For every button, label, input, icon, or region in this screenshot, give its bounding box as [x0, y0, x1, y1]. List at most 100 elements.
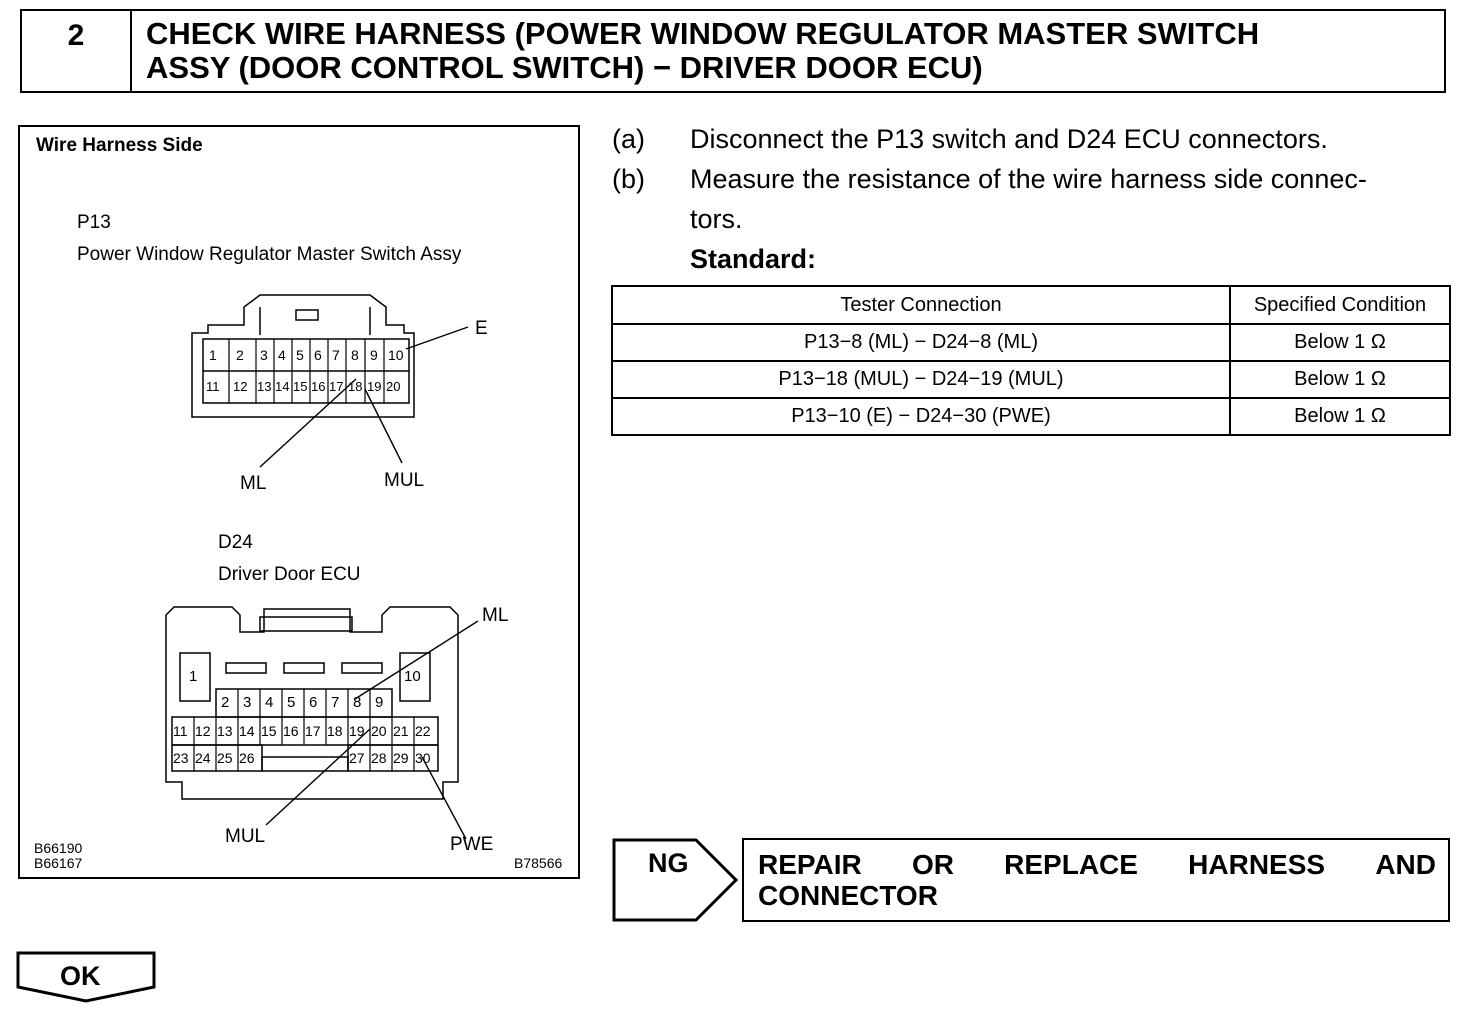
p13-pin: 2 — [236, 347, 244, 363]
p13-code: P13 — [77, 212, 111, 233]
d24-pin: 6 — [309, 694, 318, 711]
figure-code: B66190 — [34, 840, 83, 856]
step-a-letter: (a) — [612, 124, 645, 154]
ng-action-line-1: REPAIR OR REPLACE HARNESS AND — [758, 850, 1436, 880]
p13-pin: 15 — [293, 379, 308, 394]
p13-pin: 9 — [370, 347, 378, 363]
d24-pin: 17 — [305, 723, 321, 739]
step-b-text-line-2: tors. — [690, 204, 743, 234]
p13-pin: 10 — [388, 347, 404, 363]
step-header: 2 CHECK WIRE HARNESS (POWER WINDOW REGUL… — [20, 9, 1446, 93]
d24-pin: 21 — [393, 723, 409, 739]
p13-pin: 18 — [348, 379, 363, 394]
d24-pin: 28 — [371, 750, 387, 766]
d24-pin: 13 — [217, 723, 233, 739]
ng-action-word: REPAIR — [758, 849, 862, 880]
p13-pin: 1 — [209, 347, 217, 363]
p13-pin: 16 — [311, 379, 326, 394]
d24-pin: 19 — [349, 723, 365, 739]
step-title: CHECK WIRE HARNESS (POWER WINDOW REGULAT… — [146, 17, 1436, 85]
step-b-text-line-1: Measure the resistance of the wire harne… — [690, 164, 1367, 194]
d24-pin: 20 — [371, 723, 387, 739]
p13-pin: 20 — [386, 379, 401, 394]
d24-pin: 29 — [393, 750, 409, 766]
figure-code: B66167 — [34, 855, 83, 871]
spec-table: Tester Connection Specified Condition P1… — [611, 285, 1451, 436]
d24-pin: 16 — [283, 723, 299, 739]
d24-label-mul: MUL — [225, 826, 266, 847]
d24-pin: 7 — [331, 694, 340, 711]
p13-pin: 5 — [296, 347, 304, 363]
p13-ml-leader — [259, 378, 357, 468]
p13-pin-dividers — [228, 339, 385, 403]
d24-mul-leader — [265, 728, 371, 826]
d24-pin: 24 — [195, 750, 211, 766]
d24-pin: 3 — [243, 694, 252, 711]
d24-pin: 18 — [327, 723, 343, 739]
d24-ml-leader — [354, 620, 479, 700]
ng-action-word: HARNESS — [1188, 849, 1326, 880]
p13-pin: 7 — [332, 347, 340, 363]
d24-label-pwe: PWE — [450, 834, 494, 855]
d24-pwe-leader — [421, 756, 467, 840]
wire-harness-diagram: Wire Harness Side P13 Power Window Regul… — [18, 125, 580, 879]
table-row: P13−18 (MUL) − D24−19 (MUL) Below 1 Ω — [611, 360, 1451, 399]
d24-pin: 22 — [415, 723, 431, 739]
ng-action-box: REPAIR OR REPLACE HARNESS AND CONNECTOR — [742, 838, 1450, 922]
step-b-letter: (b) — [612, 164, 645, 194]
p13-pin: 13 — [257, 379, 272, 394]
d24-pin: 1 — [189, 668, 198, 685]
table-row: P13−10 (E) − D24−30 (PWE) Below 1 Ω — [611, 397, 1451, 436]
d24-pin: 27 — [349, 750, 365, 766]
step-title-line-2: ASSY (DOOR CONTROL SWITCH) − DRIVER DOOR… — [146, 50, 983, 85]
ng-action-word: REPLACE — [1004, 849, 1138, 880]
ng-arrow-shape — [612, 838, 739, 922]
table-cell: Below 1 Ω — [1229, 360, 1451, 399]
d24-pin: 11 — [173, 723, 188, 739]
column-header: Tester Connection — [611, 285, 1231, 325]
ok-label: OK — [60, 961, 101, 991]
diagram-heading: Wire Harness Side — [36, 135, 203, 156]
d24-label-ml: ML — [482, 605, 509, 626]
p13-pin: 19 — [367, 379, 382, 394]
table-header-row: Tester Connection Specified Condition — [611, 285, 1451, 325]
table-cell: P13−10 (E) − D24−30 (PWE) — [611, 397, 1231, 436]
p13-name: Power Window Regulator Master Switch Ass… — [77, 244, 462, 265]
p13-pin: 6 — [314, 347, 322, 363]
d24-pin: 23 — [173, 750, 189, 766]
ng-action-word: OR — [911, 849, 954, 880]
p13-label-e: E — [475, 318, 488, 339]
d24-pin: 5 — [287, 694, 296, 711]
p13-pin: 3 — [260, 347, 268, 363]
p13-pin: 14 — [275, 379, 290, 394]
ng-action-word: AND — [1375, 849, 1436, 880]
table-cell: Below 1 Ω — [1229, 323, 1451, 362]
p13-pin: 4 — [278, 347, 286, 363]
p13-e-leader — [405, 326, 469, 350]
d24-pin: 10 — [404, 668, 421, 685]
p13-pin: 17 — [329, 379, 344, 394]
d24-pin: 25 — [217, 750, 233, 766]
step-title-line-1: CHECK WIRE HARNESS (POWER WINDOW REGULAT… — [146, 16, 1260, 51]
ok-arrow-shape — [16, 951, 156, 1003]
ng-label: NG — [648, 848, 689, 878]
d24-code: D24 — [218, 532, 253, 553]
p13-pin: 8 — [351, 347, 359, 363]
step-a-text: Disconnect the P13 switch and D24 ECU co… — [690, 124, 1328, 154]
d24-pin: 9 — [375, 694, 384, 711]
table-row: P13−8 (ML) − D24−8 (ML) Below 1 Ω — [611, 323, 1451, 362]
p13-label-mul: MUL — [384, 470, 425, 491]
ng-action-line-2: CONNECTOR — [758, 880, 938, 911]
d24-pin: 12 — [195, 723, 211, 739]
d24-pin: 2 — [221, 694, 230, 711]
p13-label-ml: ML — [240, 473, 267, 494]
table-cell: Below 1 Ω — [1229, 397, 1451, 436]
p13-pin: 11 — [206, 379, 220, 394]
p13-mul-leader — [364, 388, 403, 464]
d24-pin: 26 — [239, 750, 255, 766]
d24-pin: 30 — [415, 750, 431, 766]
d24-pin: 8 — [353, 694, 362, 711]
p13-connector-drawing — [165, 294, 479, 840]
standard-label: Standard: — [690, 244, 817, 274]
d24-pin: 15 — [261, 723, 277, 739]
